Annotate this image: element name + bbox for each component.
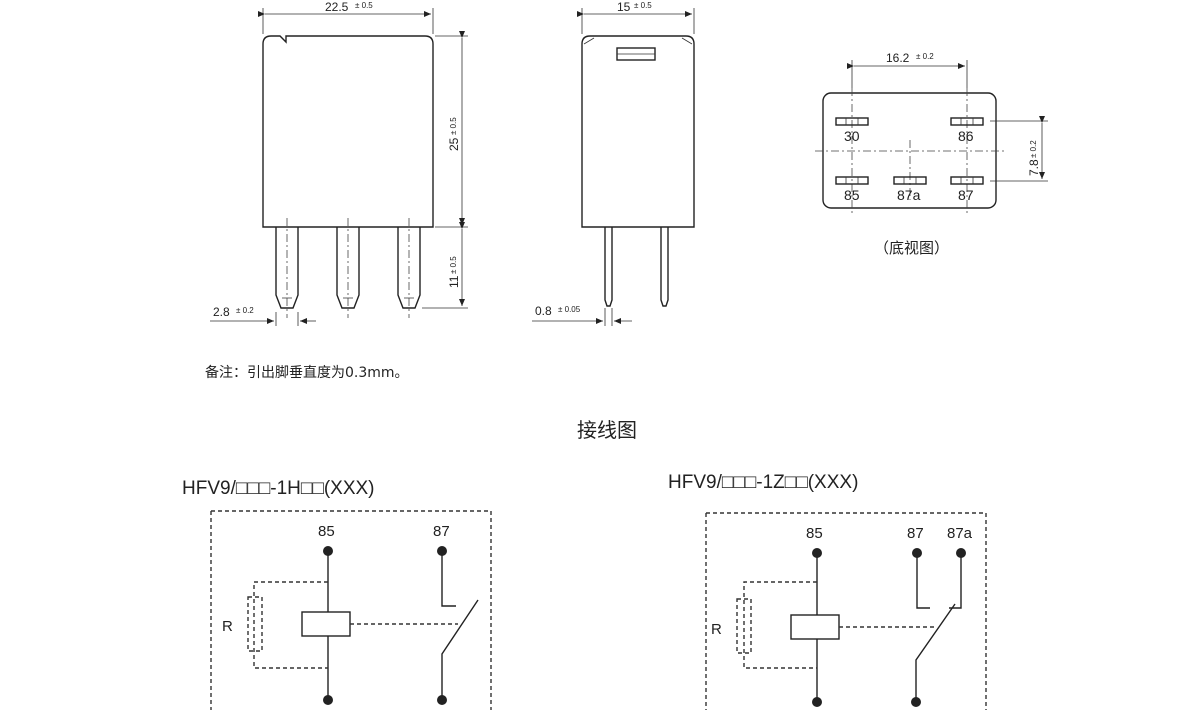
- dim-pitch-x: 16.2: [886, 51, 910, 65]
- dim-width-tol: ± 0.5: [355, 1, 373, 10]
- coil: [301, 611, 351, 637]
- pin-label-87: 87: [958, 187, 974, 203]
- dim-pin-width: 2.8: [213, 305, 230, 319]
- dim-pin-length: 11: [447, 275, 461, 288]
- bottom-pin-slots: [835, 117, 984, 185]
- wiring-diagram-1z: HFV9/□□□-1Z□□(XXX) 85 87 87a R: [668, 472, 987, 710]
- dim-depth-tol: ± 0.5: [634, 1, 652, 10]
- dim-pin-thickness-tol: ± 0.05: [558, 305, 581, 314]
- dim-height-tol: ± 0.5: [449, 117, 458, 135]
- coil-z: [790, 614, 840, 640]
- terminal-87a-z: 87a: [947, 525, 973, 542]
- side-view: 15 ± 0.5 0.8 ± 0.05: [532, 0, 695, 326]
- resistor-r-z: [736, 598, 752, 654]
- dim-height: 25: [447, 137, 461, 151]
- resistor-label-z: R: [711, 621, 722, 638]
- pin-label-87a: 87a: [897, 187, 921, 203]
- terminal-85-z: 85: [806, 525, 823, 542]
- front-pins: [275, 218, 421, 318]
- dim-pin-thickness: 0.8: [535, 304, 552, 318]
- terminal-85: 85: [318, 523, 335, 540]
- dim-pin-width-tol: ± 0.2: [236, 306, 254, 315]
- wiring-title: 接线图: [577, 418, 637, 442]
- pin-label-86: 86: [958, 128, 974, 144]
- pin-label-30: 30: [844, 128, 860, 144]
- terminal-87: 87: [433, 523, 450, 540]
- dim-depth: 15: [617, 0, 631, 14]
- dim-pin-length-tol: ± 0.5: [449, 256, 458, 274]
- bottom-view: 30 86 85 87a 87 16.2 ± 0.2 7.8 ± 0.2 （底视…: [815, 51, 1048, 257]
- resistor-label: R: [222, 618, 233, 635]
- wiring-diagram-1h: HFV9/□□□-1H□□(XXX) 85 87 R: [182, 478, 492, 710]
- dim-width: 22.5: [325, 0, 349, 14]
- pin-label-85: 85: [844, 187, 860, 203]
- front-view: 22.5 ± 0.5 25 ± 0.5 11 ± 0.5 2.8 ± 0.2: [210, 0, 468, 326]
- dim-pitch-x-tol: ± 0.2: [916, 52, 934, 61]
- note-text: 备注：引出脚垂直度为0.3mm。: [205, 364, 409, 381]
- dim-pitch-y-tol: ± 0.2: [1029, 140, 1038, 158]
- model-1z: HFV9/□□□-1Z□□(XXX): [668, 472, 858, 493]
- terminal-87-z: 87: [907, 525, 924, 542]
- resistor-r: [247, 596, 263, 652]
- bottom-view-caption: （底视图）: [874, 239, 949, 257]
- dim-pitch-y: 7.8: [1027, 159, 1041, 176]
- model-1h: HFV9/□□□-1H□□(XXX): [182, 478, 375, 499]
